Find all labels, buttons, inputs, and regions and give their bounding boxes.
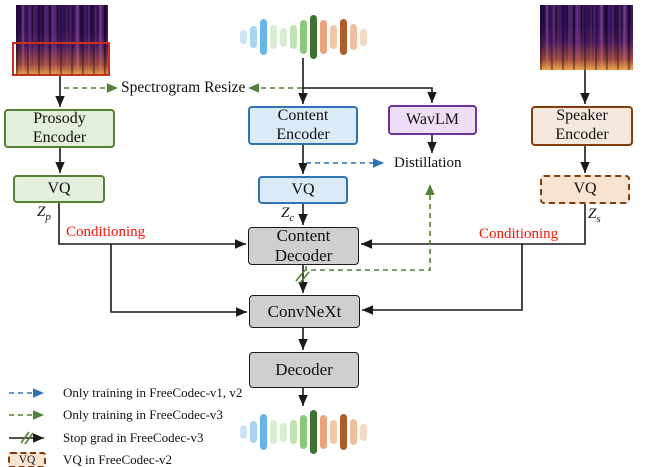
distillation-label: Distillation (394, 155, 462, 171)
vq-speaker-box: VQ (540, 175, 630, 204)
output-waveform (240, 409, 367, 455)
legend-label: Only training in FreeCodec-v1, v2 (63, 384, 243, 400)
wavlm-box: WavLM (388, 105, 477, 135)
green-dashed-arrow-icon (8, 408, 54, 422)
dashed-vq-box-icon: VQ (8, 452, 54, 467)
legend-label: Stop grad in FreeCodec-v3 (63, 429, 204, 445)
legend-row-vq-v2: VQ VQ in FreeCodec-v2 (8, 452, 242, 467)
input-spectrogram-left (16, 5, 108, 76)
conditioning-label-right: Conditioning (479, 226, 559, 242)
content-decoder-box: Content Decoder (248, 226, 359, 265)
prosody-encoder-box: Prosody Encoder (4, 109, 115, 148)
latent-zs-label: Zs (588, 206, 601, 225)
spectrogram-crop-region-box (12, 42, 110, 76)
legend-label: VQ in FreeCodec-v2 (63, 452, 173, 467)
speaker-encoder-box: Speaker Encoder (531, 106, 633, 146)
legend-row-v3: Only training in FreeCodec-v3 (8, 407, 242, 424)
input-spectrogram-right (540, 5, 633, 70)
legend: Only training in FreeCodec-v1, v2 Only t… (8, 384, 242, 467)
spectrogram-resize-label: Spectrogram Resize (121, 79, 246, 96)
convnext-box: ConvNeXt (249, 295, 360, 328)
legend-row-v1v2: Only training in FreeCodec-v1, v2 (8, 384, 242, 401)
conditioning-label-left: Conditioning (66, 224, 146, 240)
stop-grad-slash-icon (295, 269, 310, 284)
vq-prosody-box: VQ (13, 175, 105, 203)
vq-content-box: VQ (258, 176, 348, 204)
blue-dashed-arrow-icon (8, 386, 54, 400)
content-encoder-box: Content Encoder (248, 106, 358, 145)
legend-label: Only training in FreeCodec-v3 (63, 407, 223, 422)
latent-zp-label: Zp (37, 204, 51, 223)
latent-zc-label: Zc (281, 205, 295, 224)
stop-grad-arrow-icon (8, 430, 54, 446)
legend-row-stop-grad: Stop grad in FreeCodec-v3 (8, 429, 242, 446)
input-waveform (240, 14, 367, 60)
decoder-box: Decoder (249, 352, 359, 388)
